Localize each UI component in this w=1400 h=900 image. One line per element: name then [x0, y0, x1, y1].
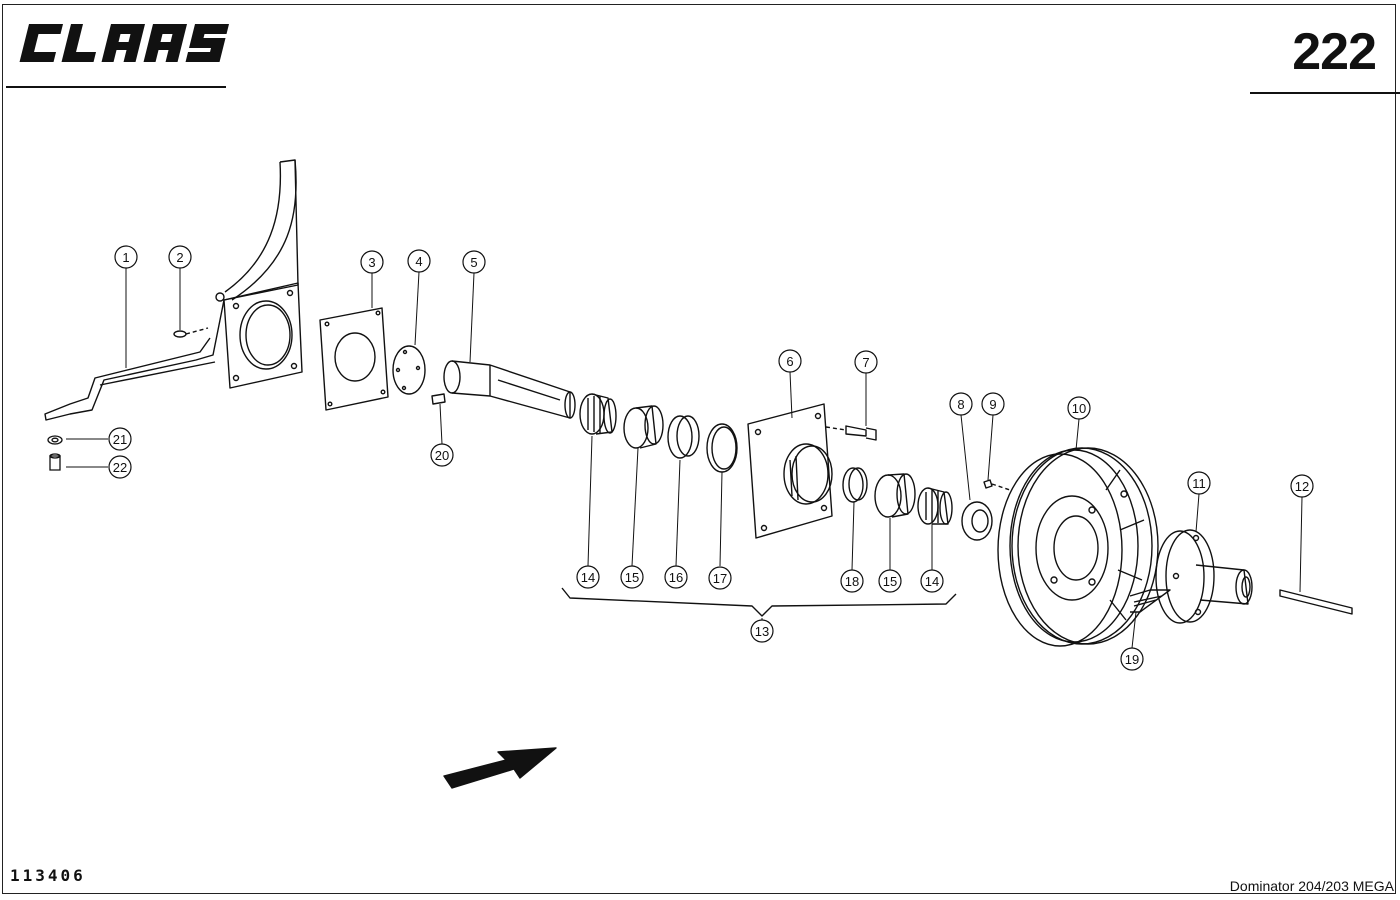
part-cover-disc [392, 345, 426, 395]
svg-text:5: 5 [470, 255, 477, 270]
callout-14-left: 14 [576, 565, 600, 589]
part-bearing-cup-right [874, 473, 916, 518]
callout-22: 22 [108, 455, 132, 479]
part-hex-bolt [49, 453, 61, 471]
header-rule-right [1250, 92, 1400, 94]
callout-20: 20 [430, 443, 454, 467]
callout-9: 9 [981, 392, 1005, 416]
part-shaft [443, 360, 576, 419]
header-rule-left [6, 86, 226, 88]
claas-logo-mark [19, 24, 230, 62]
svg-text:12: 12 [1295, 479, 1309, 494]
svg-text:17: 17 [713, 571, 727, 586]
svg-text:10: 10 [1072, 401, 1086, 416]
group-13-bracket [561, 587, 957, 617]
callout-5: 5 [462, 250, 486, 274]
svg-text:16: 16 [669, 570, 683, 585]
part-belt [1129, 589, 1171, 613]
svg-text:21: 21 [113, 432, 127, 447]
part-tapered-bearing-right [917, 487, 953, 525]
callout-1: 1 [114, 245, 138, 269]
svg-text:19: 19 [1125, 652, 1139, 667]
svg-text:20: 20 [435, 448, 449, 463]
part-seal-ring [667, 415, 700, 459]
svg-text:15: 15 [625, 570, 639, 585]
callout-8: 8 [949, 392, 973, 416]
svg-text:9: 9 [989, 397, 996, 412]
callout-7: 7 [854, 350, 878, 374]
claas-logo [10, 12, 230, 74]
direction-arrow [443, 747, 557, 789]
svg-text:14: 14 [925, 574, 939, 589]
callout-11: 11 [1187, 471, 1211, 495]
callout-14-right: 14 [920, 569, 944, 593]
svg-text:22: 22 [113, 460, 127, 475]
callout-16: 16 [664, 565, 688, 589]
svg-text:7: 7 [862, 355, 869, 370]
svg-text:2: 2 [176, 250, 183, 265]
svg-text:3: 3 [368, 255, 375, 270]
part-key [1279, 589, 1353, 615]
callout-6: 6 [778, 349, 802, 373]
part-bearing-cup-left [623, 405, 664, 449]
callout-18: 18 [840, 569, 864, 593]
callout-12: 12 [1290, 474, 1314, 498]
part-spacer-ring [842, 467, 868, 503]
svg-text:18: 18 [845, 574, 859, 589]
svg-text:8: 8 [957, 397, 964, 412]
part-bolt [825, 425, 877, 441]
callout-15-left: 15 [620, 565, 644, 589]
callout-10: 10 [1067, 396, 1091, 420]
svg-text:13: 13 [755, 624, 769, 639]
part-gasket-plate [319, 307, 389, 411]
callouts: 1 2 3 4 5 6 7 8 9 10 11 12 13 14 15 16 1… [108, 245, 1314, 671]
part-pulley [997, 447, 1159, 647]
part-circlip [706, 423, 738, 473]
callout-17: 17 [708, 566, 732, 590]
svg-text:11: 11 [1192, 476, 1206, 491]
svg-text:1: 1 [122, 250, 129, 265]
part-pin [983, 479, 1011, 491]
page-frame [2, 4, 1396, 894]
callout-19: 19 [1120, 647, 1144, 671]
svg-text:4: 4 [415, 254, 422, 269]
page-number: 222 [1292, 23, 1377, 81]
part-small-bolt [173, 327, 209, 338]
leader-lines [66, 268, 1303, 649]
document-number: 113406 [10, 866, 86, 885]
callout-3: 3 [360, 250, 384, 274]
callout-15-right: 15 [878, 569, 902, 593]
part-washer [961, 501, 993, 541]
model-name: Dominator 204/203 MEGA [1229, 878, 1394, 894]
callout-13: 13 [750, 619, 774, 643]
svg-text:6: 6 [786, 354, 793, 369]
part-small-washer [47, 435, 63, 445]
part-bearing-housing [747, 403, 833, 539]
part-hub-flange [1155, 529, 1253, 624]
callout-4: 4 [407, 249, 431, 273]
callout-21: 21 [108, 427, 132, 451]
part-bracket-arm [44, 159, 303, 421]
part-screw [431, 393, 446, 405]
svg-text:14: 14 [581, 570, 595, 585]
callout-2: 2 [168, 245, 192, 269]
part-tapered-bearing-left [579, 393, 617, 435]
svg-text:15: 15 [883, 574, 897, 589]
